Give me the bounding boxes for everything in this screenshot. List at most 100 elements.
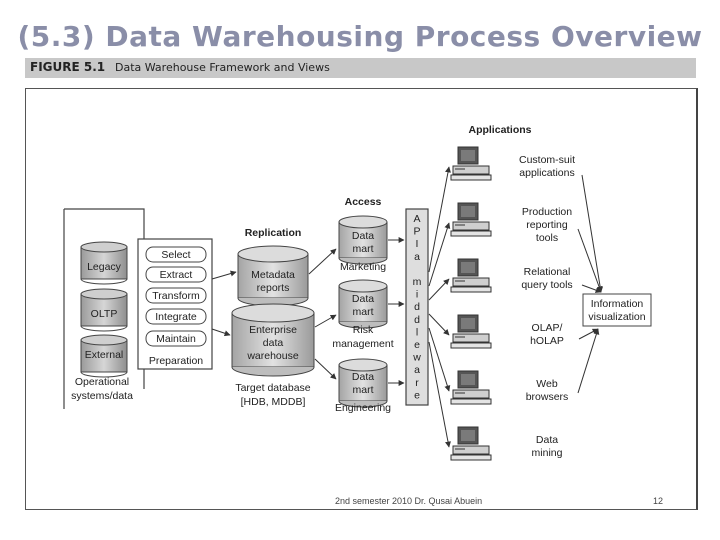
mart1-line2: mart xyxy=(353,243,374,255)
middleware-letter: e xyxy=(414,339,420,351)
warehouse-line1: Enterprise xyxy=(249,324,297,336)
figure-label: FIGURE 5.1 xyxy=(30,60,106,74)
metadata-cylinder-icon xyxy=(237,245,309,307)
applications-title: Applications xyxy=(468,124,531,136)
application-label: reporting xyxy=(526,219,568,231)
arrow-to-application xyxy=(428,166,451,273)
prep-step-select: Select xyxy=(161,249,190,261)
middleware-letter: I xyxy=(416,238,419,250)
arrow-to-application xyxy=(428,278,450,301)
preparation-label: Preparation xyxy=(149,355,203,367)
application-label: query tools xyxy=(521,279,572,291)
middleware-letter: e xyxy=(414,389,420,401)
application-label: Web xyxy=(536,378,558,390)
figure-header-bar: FIGURE 5.1 Data Warehouse Framework and … xyxy=(25,58,696,78)
oltp-database-icon xyxy=(80,288,128,332)
arrow-to-application xyxy=(428,313,450,336)
application-label: mining xyxy=(532,447,563,459)
warehouse-line3: warehouse xyxy=(246,350,299,362)
data-mart-engineering-icon xyxy=(338,358,388,408)
arrow-to-mart-risk xyxy=(314,314,337,328)
desktop-computer-icon xyxy=(450,314,492,349)
warehouse-line2: data xyxy=(263,337,284,349)
arrow-to-info-visualization xyxy=(581,284,602,293)
warehouse-framework-diagram: Legacy OLTP External Operational systems… xyxy=(63,124,652,461)
replication-section: Replication Metadata reports Enterprise … xyxy=(231,227,315,408)
enterprise-warehouse-cylinder-icon xyxy=(231,303,315,377)
prep-step-transform: Transform xyxy=(152,290,200,302)
middleware-letter: P xyxy=(413,226,420,238)
mart2-line2: mart xyxy=(353,306,374,318)
application-label: OLAP/ xyxy=(532,322,563,334)
desktop-computer-icon xyxy=(450,202,492,237)
arrow-to-application xyxy=(428,327,451,392)
mart3-line2: mart xyxy=(353,384,374,396)
metadata-line2: reports xyxy=(257,282,290,294)
footer-author: 2nd semester 2010 Dr. Qusai Abuein xyxy=(335,496,483,506)
information-visualization-box: Information visualization xyxy=(582,293,652,327)
middleware-letter: a xyxy=(414,251,420,263)
application-label: Custom-suit xyxy=(519,154,575,166)
arrow-prep-to-warehouse xyxy=(211,328,231,337)
mart2-name-line2: management xyxy=(332,338,393,350)
page-number: 12 xyxy=(653,496,664,506)
middleware-letter: i xyxy=(416,289,418,301)
prep-step-integrate: Integrate xyxy=(155,311,197,323)
info-viz-line2: visualization xyxy=(588,311,645,323)
access-title: Access xyxy=(345,196,382,208)
desktop-computer-icon xyxy=(450,258,492,293)
target-db-line1: Target database xyxy=(235,382,310,394)
desktop-computer-icon xyxy=(450,426,492,461)
middleware-letter: a xyxy=(414,364,420,376)
middleware-letter: A xyxy=(413,213,420,225)
replication-title: Replication xyxy=(245,227,302,239)
prep-step-extract: Extract xyxy=(160,269,193,281)
access-section: Access Data mart Marketing Data mart Ris… xyxy=(332,196,393,414)
mart2-name-line1: Risk xyxy=(353,324,374,336)
application-label: Relational xyxy=(524,266,571,278)
target-db-line2: [HDB, MDDB] xyxy=(241,396,306,408)
source-oltp: OLTP xyxy=(91,308,118,320)
desktop-computer-icon xyxy=(450,146,492,181)
source-external: External xyxy=(85,349,124,361)
data-mart-marketing-icon xyxy=(338,215,388,265)
data-mart-risk-icon xyxy=(338,279,388,329)
arrow-to-info-visualization xyxy=(577,328,600,394)
middleware-letter: r xyxy=(415,377,419,389)
mart3-line1: Data xyxy=(352,371,374,383)
middleware-letter: d xyxy=(414,314,420,326)
applications-section: Applications xyxy=(450,124,532,461)
legacy-database-icon xyxy=(80,241,128,285)
arrow-prep-to-metadata xyxy=(211,270,237,280)
application-label: tools xyxy=(536,232,558,244)
middleware-letter: m xyxy=(413,276,422,288)
prep-step-maintain: Maintain xyxy=(156,333,196,345)
mart1-name: Marketing xyxy=(340,261,386,273)
arrow-to-mart-engineering xyxy=(314,358,337,380)
arrow-to-application xyxy=(428,222,451,287)
slide-title: (5.3) Data Warehousing Process Overview xyxy=(17,20,703,53)
mart1-line1: Data xyxy=(352,230,374,242)
preparation-panel: Select Extract Transform Integrate Maint… xyxy=(137,238,213,370)
mart3-name: Engineering xyxy=(335,402,391,414)
figure-caption: Data Warehouse Framework and Views xyxy=(115,61,330,74)
operational-systems-panel: Legacy OLTP External Operational systems… xyxy=(63,208,145,409)
arrow-to-info-visualization xyxy=(581,174,604,293)
middleware-letter: d xyxy=(414,301,420,313)
application-label: applications xyxy=(519,167,574,179)
application-label: Production xyxy=(522,206,572,218)
application-label: hOLAP xyxy=(530,335,564,347)
arrow-to-application xyxy=(428,341,451,448)
external-database-icon xyxy=(80,334,128,378)
middleware-letter: l xyxy=(416,326,418,338)
sources-caption-line1: Operational xyxy=(75,376,129,388)
application-label: browsers xyxy=(526,391,569,403)
sources-caption-line2: systems/data xyxy=(71,390,133,402)
middleware-letter: w xyxy=(412,352,421,364)
info-viz-line1: Information xyxy=(591,298,644,310)
diagram-frame: Legacy OLTP External Operational systems… xyxy=(25,88,698,510)
source-legacy: Legacy xyxy=(87,261,122,273)
application-label: Data xyxy=(536,434,558,446)
metadata-line1: Metadata xyxy=(251,269,295,281)
